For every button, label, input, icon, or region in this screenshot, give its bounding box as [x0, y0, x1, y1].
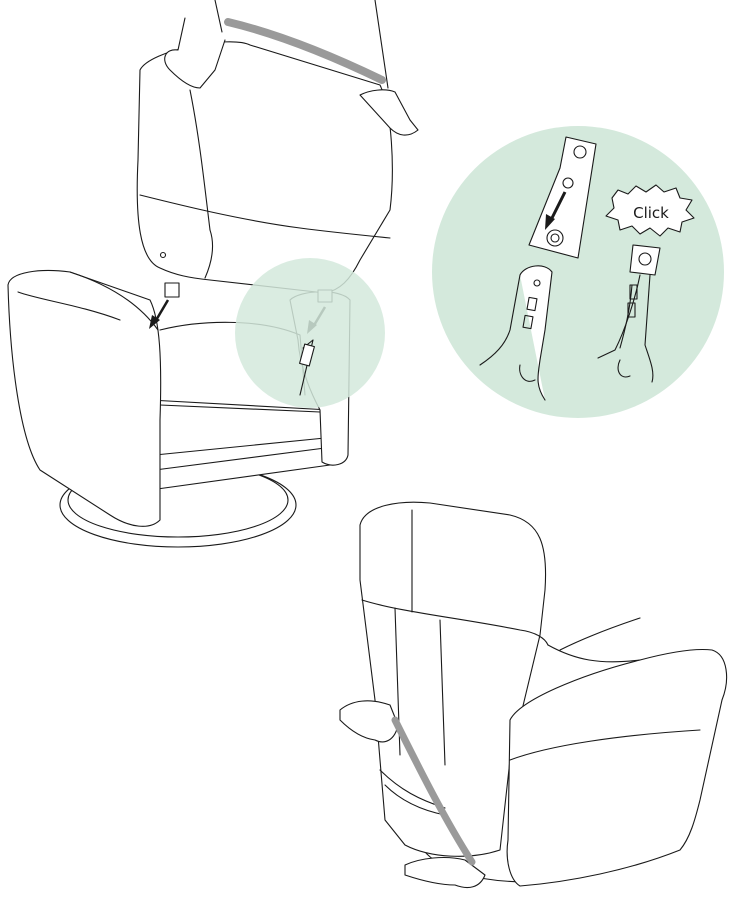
armrest-front [507, 618, 726, 886]
step-tighten-strap [340, 502, 727, 887]
armrest-left [8, 271, 161, 527]
highlight-circle-small [235, 258, 385, 408]
backrest-upper [137, 42, 392, 302]
click-label: Click [633, 204, 669, 222]
step-attach-backrest [8, 0, 418, 547]
seat-frame [150, 400, 330, 490]
detail-callout: Click [432, 126, 724, 418]
